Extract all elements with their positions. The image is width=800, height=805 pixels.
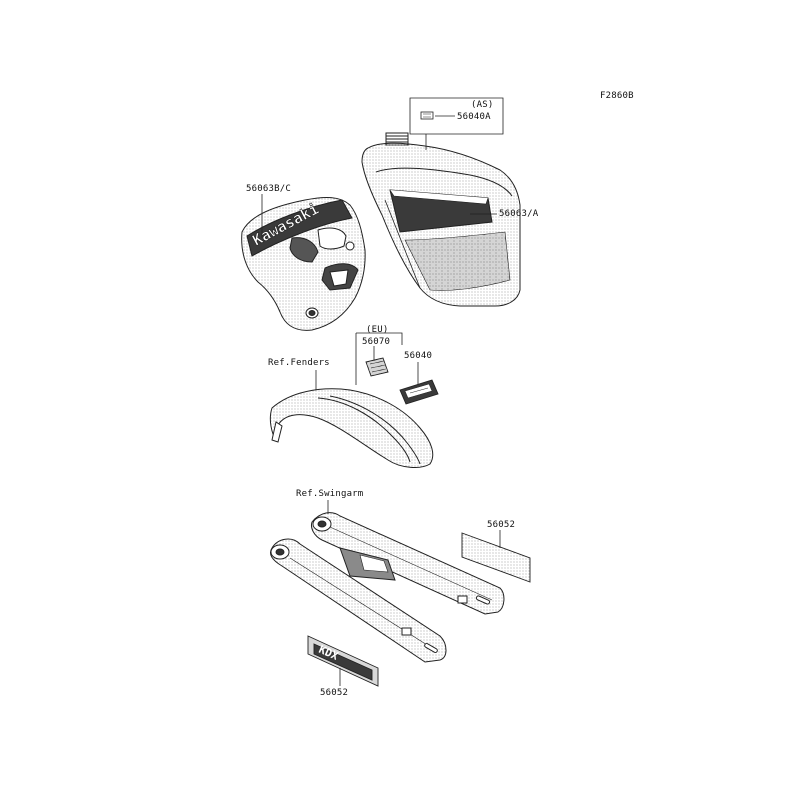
swingarm bbox=[269, 512, 505, 663]
front-fender bbox=[269, 388, 434, 468]
decal-56040a bbox=[420, 111, 434, 120]
callout-56040a: 56040A bbox=[457, 112, 491, 122]
decal-56040 bbox=[399, 379, 439, 405]
radiator-shroud bbox=[241, 196, 366, 331]
callout-ref-fenders: Ref.Fenders bbox=[268, 358, 330, 368]
decal-56052-right bbox=[461, 532, 531, 583]
callout-56040: 56040 bbox=[404, 351, 433, 361]
callout-eu-note: (EU) bbox=[366, 325, 389, 335]
callout-56052-right: 56052 bbox=[487, 520, 516, 530]
callout-56063bc: 56063B/C bbox=[246, 184, 291, 194]
callout-56063a: 56063/A bbox=[499, 209, 539, 219]
callout-56070: 56070 bbox=[362, 337, 391, 347]
decal-56070 bbox=[365, 357, 389, 377]
callout-as-note: (AS) bbox=[471, 100, 494, 110]
callout-56052-bottom: 56052 bbox=[320, 688, 349, 698]
fuel-tank bbox=[361, 132, 521, 307]
leader-lines bbox=[261, 97, 504, 686]
figure-code: F2860B bbox=[600, 91, 634, 101]
eu-bracket bbox=[355, 332, 403, 385]
decal-56052-bottom bbox=[307, 635, 379, 687]
callout-ref-swingarm: Ref.Swingarm bbox=[296, 489, 364, 499]
